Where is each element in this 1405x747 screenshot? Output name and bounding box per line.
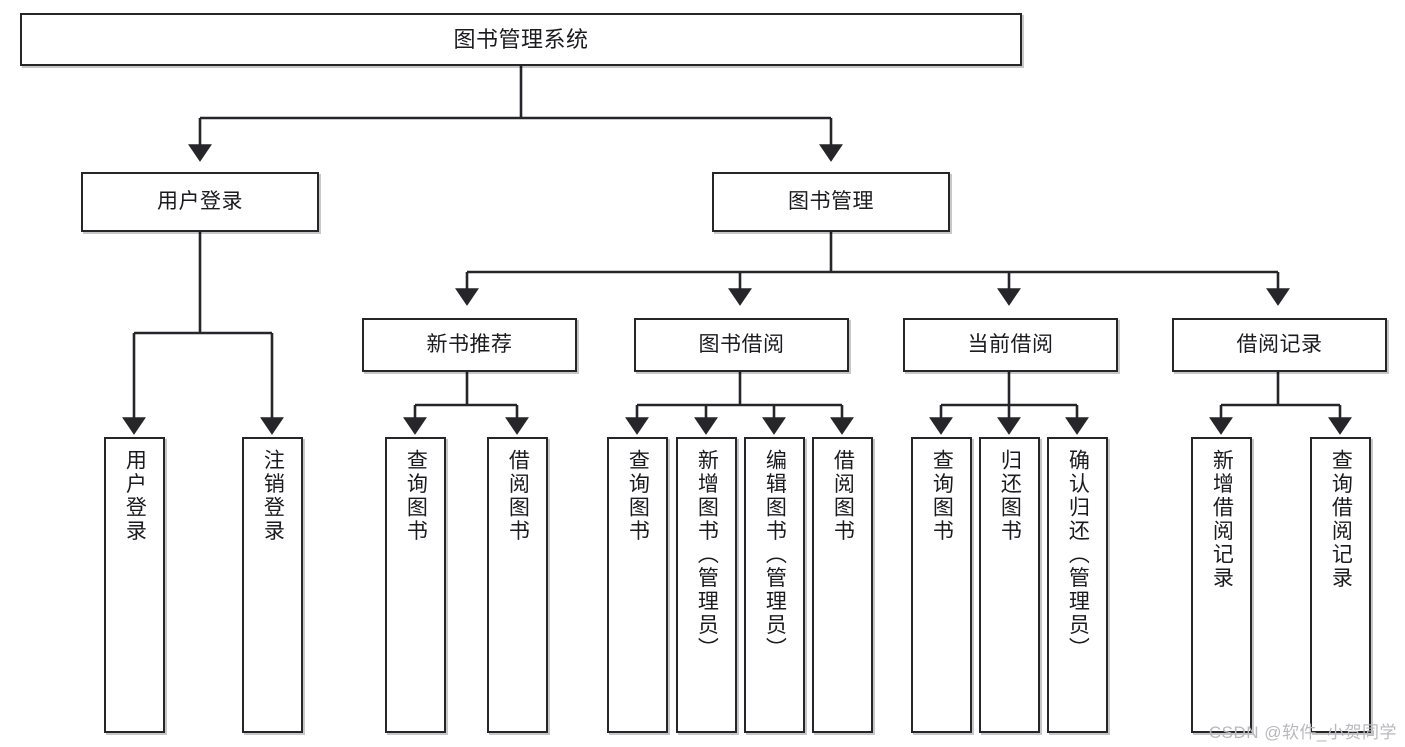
- node-leaf-user-login[interactable]: 用户登录: [104, 437, 165, 733]
- node-user-login[interactable]: 用户登录: [81, 172, 319, 232]
- node-leaf-add-book-admin[interactable]: 新增图书（管理员）: [676, 437, 737, 733]
- node-leaf-query-book-current[interactable]: 查询图书: [911, 437, 972, 733]
- node-label: 用户登录: [123, 449, 147, 543]
- node-label: 查询图书: [930, 449, 954, 543]
- node-leaf-borrow-book-recommend[interactable]: 借阅图书: [487, 437, 548, 733]
- node-book-management[interactable]: 图书管理: [712, 172, 950, 232]
- node-label: 归还图书: [998, 449, 1022, 543]
- node-book-borrow[interactable]: 图书借阅: [634, 318, 849, 372]
- node-leaf-query-book-recommend[interactable]: 查询图书: [385, 437, 446, 733]
- node-label: 查询借阅记录: [1329, 449, 1353, 590]
- node-label: 用户登录: [157, 189, 243, 213]
- node-leaf-query-book-borrow[interactable]: 查询图书: [607, 437, 668, 733]
- node-label: 借阅图书: [831, 449, 855, 543]
- node-label: 编辑图书（管理员）: [763, 449, 787, 661]
- node-leaf-add-borrow-record[interactable]: 新增借阅记录: [1191, 437, 1252, 733]
- node-label: 查询图书: [404, 449, 428, 543]
- node-label: 当前借阅: [967, 332, 1054, 356]
- node-label: 图书借阅: [698, 332, 785, 356]
- node-label: 确认归还（管理员）: [1066, 449, 1090, 661]
- node-label: 新增图书（管理员）: [695, 449, 719, 661]
- node-leaf-confirm-return-admin[interactable]: 确认归还（管理员）: [1047, 437, 1108, 733]
- node-leaf-edit-book-admin[interactable]: 编辑图书（管理员）: [744, 437, 805, 733]
- node-label: 图书管理: [788, 189, 874, 213]
- node-label: 查询图书: [626, 449, 650, 543]
- node-new-book-recommend[interactable]: 新书推荐: [362, 318, 577, 372]
- node-leaf-query-borrow-record[interactable]: 查询借阅记录: [1310, 437, 1371, 733]
- node-leaf-return-book[interactable]: 归还图书: [979, 437, 1040, 733]
- node-label: 新增借阅记录: [1210, 449, 1234, 590]
- node-leaf-borrow-book[interactable]: 借阅图书: [812, 437, 873, 733]
- node-leaf-logout[interactable]: 注销登录: [242, 437, 303, 733]
- node-current-borrow[interactable]: 当前借阅: [903, 318, 1118, 372]
- node-label: 借阅记录: [1236, 332, 1323, 356]
- node-label: 新书推荐: [426, 332, 513, 356]
- node-root-book-management-system[interactable]: 图书管理系统: [20, 13, 1022, 66]
- node-label: 借阅图书: [506, 449, 530, 543]
- watermark: CSDN @软件_小贺同学: [1208, 723, 1397, 742]
- node-borrow-record[interactable]: 借阅记录: [1172, 318, 1387, 372]
- node-label: 图书管理系统: [453, 26, 589, 52]
- node-label: 注销登录: [261, 449, 285, 543]
